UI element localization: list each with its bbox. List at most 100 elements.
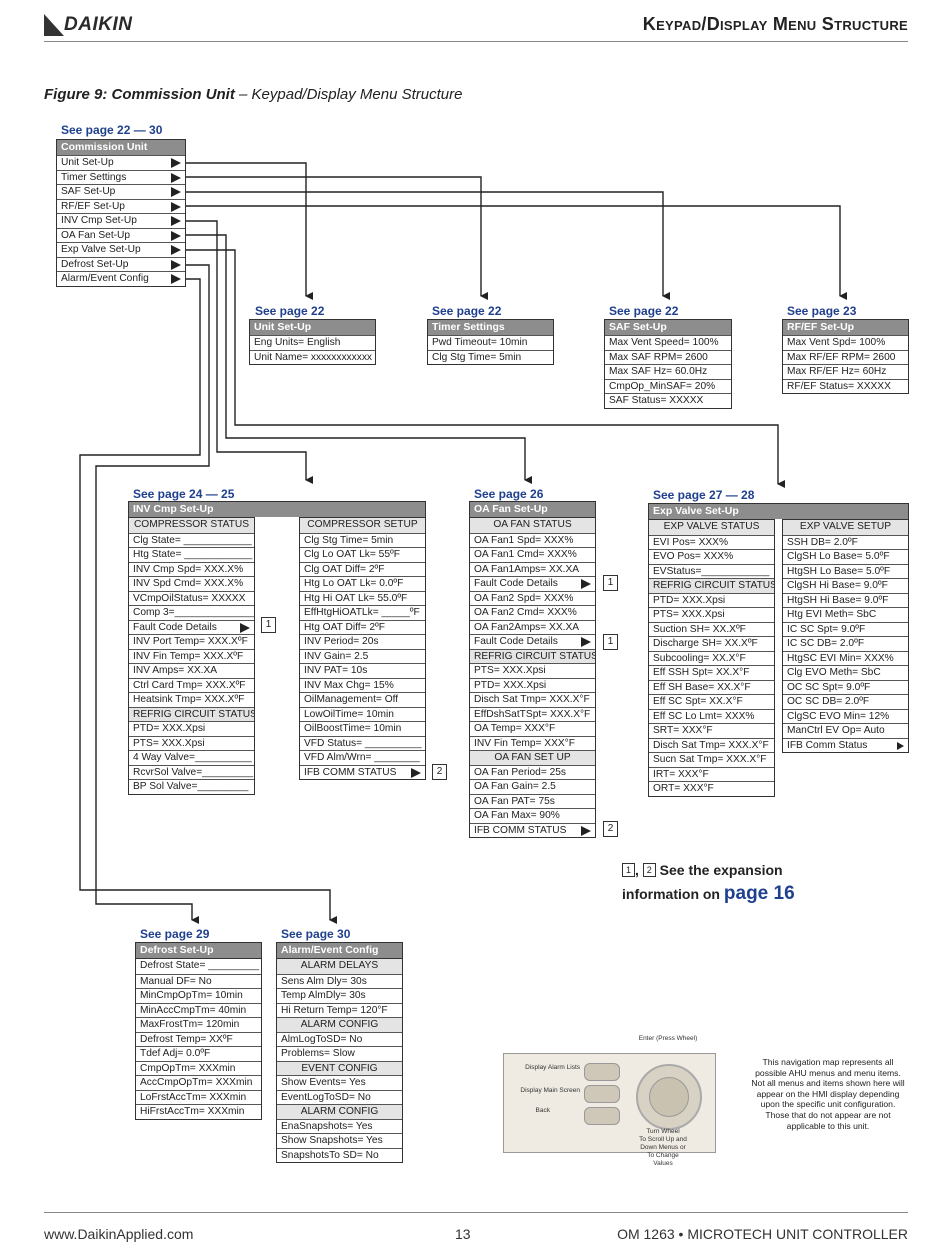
menu-item[interactable]: Show Events= Yes [277, 1075, 402, 1090]
see-page-saf[interactable]: See page 22 [609, 304, 679, 318]
menu-item[interactable]: Comp 3=______________ [129, 605, 254, 620]
menu-item[interactable]: Tdef Adj= 0.0ºF [136, 1046, 261, 1061]
menu-item[interactable]: Clg Lo OAT Lk= 55ºF [300, 547, 425, 562]
menu-item[interactable]: OA Fan1 Spd= XXX% [470, 532, 595, 548]
back-button[interactable] [584, 1107, 620, 1125]
menu-item[interactable]: Htg OAT Diff= 2ºF [300, 619, 425, 635]
menu-item[interactable]: Htg Lo OAT Lk= 0.0ºF [300, 576, 425, 591]
see-page-alarm[interactable]: See page 30 [281, 927, 351, 941]
menu-item[interactable]: VFD Alm/Wrn= ________ [300, 750, 425, 765]
menu-item[interactable]: OA Fan2Amps= XX.XA [470, 619, 595, 635]
menu-item[interactable]: 4 Way Valve=__________ [129, 750, 254, 765]
menu-item[interactable]: INV Period= 20s [300, 634, 425, 649]
main-screen-button[interactable] [584, 1085, 620, 1103]
expansion-badge-2[interactable]: 2 [603, 821, 618, 837]
menu-item[interactable]: IRT= XXX°F [649, 766, 774, 782]
menu-item[interactable]: HtgSH Lo Base= 5.0ºF [783, 563, 908, 579]
menu-item[interactable]: HtgSH Hi Base= 9.0ºF [783, 592, 908, 608]
menu-item[interactable]: OA Fan PAT= 75s [470, 793, 595, 809]
menu-item[interactable]: OA Fan Gain= 2.5 [470, 779, 595, 794]
menu-item[interactable]: LowOilTime= 10min [300, 706, 425, 722]
menu-item[interactable]: Max RF/EF RPM= 2600 [783, 349, 908, 365]
menu-item[interactable]: Htg State= ____________ [129, 547, 254, 562]
menu-item[interactable]: Sucn Sat Tmp= XXX.X°F [649, 752, 774, 767]
menu-item[interactable]: Heatsink Tmp= XXX.XºF [129, 692, 254, 707]
menu-item[interactable]: Max Vent Spd= 100% [783, 335, 908, 350]
menu-item[interactable]: EffDshSatTSpt= XXX.X°F [470, 706, 595, 722]
menu-item[interactable]: Fault Code Details [129, 619, 254, 635]
menu-item-inv-cmp-setup[interactable]: INV Cmp Set-Up [57, 213, 185, 228]
menu-item[interactable]: Clg State= ____________ [129, 532, 254, 548]
menu-item[interactable]: SRT= XXX°F [649, 723, 774, 738]
see-page-rfef[interactable]: See page 23 [787, 304, 857, 318]
menu-item[interactable]: IC SC DB= 2.0ºF [783, 636, 908, 651]
menu-item[interactable]: IC SC Spt= 9.0ºF [783, 621, 908, 637]
expansion-badge-1[interactable]: 1 [261, 617, 276, 633]
menu-item[interactable]: LoFrstAccTm= XXXmin [136, 1089, 261, 1105]
menu-item[interactable]: HtgSC EVI Min= XXX% [783, 650, 908, 666]
menu-item[interactable]: OA Fan2 Cmd= XXX% [470, 605, 595, 620]
menu-item[interactable]: EnaSnapshots= Yes [277, 1118, 402, 1134]
menu-item[interactable]: OilBoostTime= 10min [300, 721, 425, 736]
menu-item[interactable]: AccCmpOpTm= XXXmin [136, 1075, 261, 1090]
menu-item[interactable]: OilManagement= Off [300, 692, 425, 707]
menu-item[interactable]: OA Fan Max= 90% [470, 808, 595, 823]
menu-item[interactable]: INV Port Temp= XXX.XºF [129, 634, 254, 649]
menu-item[interactable]: EVI Pos= XXX% [649, 534, 774, 550]
menu-item[interactable]: Eff SC Spt= XX.X°F [649, 694, 774, 709]
see-page-unit-setup[interactable]: See page 22 [255, 304, 325, 318]
see-page-expv[interactable]: See page 27 — 28 [653, 488, 755, 502]
menu-item[interactable]: OA Temp= XXX°F [470, 721, 595, 736]
see-page-inv[interactable]: See page 24 — 25 [133, 487, 235, 501]
menu-item-rfef-setup[interactable]: RF/EF Set-Up [57, 198, 185, 214]
see-page-commission[interactable]: See page 22 — 30 [61, 123, 163, 137]
menu-item[interactable]: PTS= XXX.Xpsi [129, 735, 254, 751]
menu-item[interactable]: EVStatus=____________ [649, 563, 774, 579]
see-page-oafan[interactable]: See page 26 [474, 487, 544, 501]
menu-item[interactable]: OC SC DB= 2.0ºF [783, 694, 908, 709]
menu-item[interactable]: OA Fan2 Spd= XXX% [470, 590, 595, 606]
expansion-badge-2[interactable]: 2 [432, 764, 447, 780]
menu-item-oa-fan-setup[interactable]: OA Fan Set-Up [57, 227, 185, 243]
menu-item[interactable]: Unit Name= xxxxxxxxxxxx [250, 349, 375, 365]
menu-item[interactable]: INV Fin Temp= XXX.XºF [129, 648, 254, 664]
menu-item[interactable]: CmpOpTm= XXXmin [136, 1060, 261, 1076]
menu-item[interactable]: INV PAT= 10s [300, 663, 425, 678]
menu-item[interactable]: Eng Units= English [250, 335, 375, 350]
menu-item[interactable]: ORT= XXX°F [649, 781, 774, 796]
see-page-timer[interactable]: See page 22 [432, 304, 502, 318]
menu-item[interactable]: PTS= XXX.Xpsi [470, 663, 595, 678]
menu-item[interactable]: EffHtgHiOATLk= _____ºF [300, 605, 425, 620]
menu-item[interactable]: HiFrstAccTm= XXXmin [136, 1104, 261, 1119]
menu-item[interactable]: Clg Stg Time= 5min [428, 349, 553, 365]
menu-item[interactable]: Sens Alm Dly= 30s [277, 973, 402, 989]
menu-item[interactable]: Suction SH= XX.XºF [649, 621, 774, 637]
menu-item[interactable]: OA Fan1Amps= XX.XA [470, 561, 595, 577]
menu-item[interactable]: PTS= XXX.Xpsi [649, 607, 774, 622]
menu-item[interactable]: Htg Hi OAT Lk= 55.0ºF [300, 590, 425, 606]
menu-item[interactable]: VCmpOilStatus= XXXXX [129, 590, 254, 606]
expansion-badge-1[interactable]: 1 [603, 575, 618, 591]
menu-item[interactable]: PTD= XXX.Xpsi [649, 592, 774, 608]
menu-item[interactable]: Temp AlmDly= 30s [277, 988, 402, 1003]
menu-item[interactable]: Disch Sat Tmp= XXX.X°F [470, 692, 595, 707]
menu-item[interactable]: Eff SH Base= XX.X°F [649, 679, 774, 695]
menu-item[interactable]: SnapshotsTo SD= No [277, 1147, 402, 1163]
menu-item[interactable]: ClgSH Lo Base= 5.0ºF [783, 549, 908, 564]
menu-item[interactable]: OA Fan1 Cmd= XXX% [470, 547, 595, 562]
menu-item[interactable]: VFD Status= __________ [300, 735, 425, 751]
menu-item[interactable]: IFB COMM STATUS [470, 822, 595, 838]
menu-item[interactable]: AlmLogToSD= No [277, 1031, 402, 1047]
menu-item[interactable]: CmpOp_MinSAF= 20% [605, 378, 731, 394]
menu-item[interactable]: RcvrSol Valve=_________ [129, 764, 254, 780]
menu-item[interactable]: ManCtrl EV Op= Auto [783, 723, 908, 738]
menu-item[interactable]: MinCmpOpTm= 10min [136, 988, 261, 1003]
menu-item[interactable]: Problems= Slow [277, 1046, 402, 1061]
menu-item[interactable]: Fault Code Details [470, 576, 595, 591]
menu-item[interactable]: Subcooling= XX.X°F [649, 650, 774, 666]
menu-item[interactable]: SSH DB= 2.0ºF [783, 534, 908, 550]
menu-item[interactable]: Ctrl Card Tmp= XXX.XºF [129, 677, 254, 693]
menu-item[interactable]: IFB COMM STATUS [300, 764, 425, 780]
menu-item[interactable]: MinAccCmpTm= 40min [136, 1002, 261, 1018]
menu-item[interactable]: BP Sol Valve=_________ [129, 779, 254, 794]
